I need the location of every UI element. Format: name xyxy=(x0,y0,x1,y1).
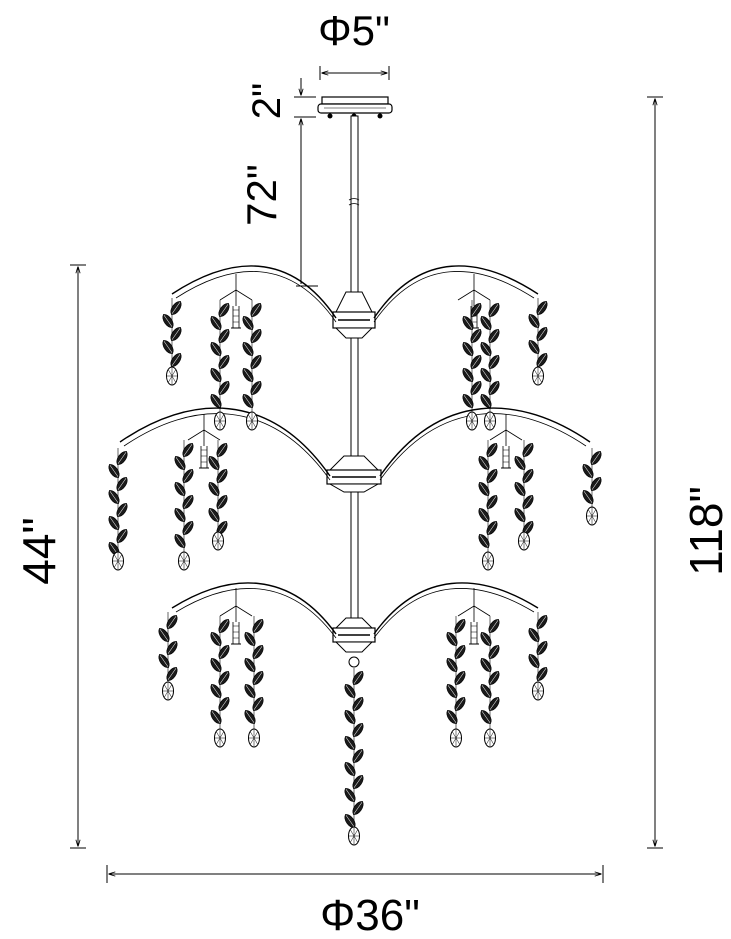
chain-length-label: 72" xyxy=(238,164,285,226)
arms-tier-top xyxy=(171,265,539,323)
dimension-canopy-height: 2" xyxy=(245,78,316,136)
crystal-leaf-strands xyxy=(106,298,604,846)
chandelier-fixture xyxy=(106,96,604,846)
leaf-strand xyxy=(160,298,184,386)
leaf-strand xyxy=(208,616,232,748)
dimension-fixture-diameter: Φ36" xyxy=(106,865,604,939)
leaf-strand xyxy=(172,440,196,571)
hub-bottom xyxy=(332,617,376,668)
leaf-strand xyxy=(478,300,502,431)
leaf-strand xyxy=(580,448,604,526)
leaf-strand xyxy=(460,300,484,431)
leaf-strand xyxy=(156,612,180,701)
canopy xyxy=(317,96,393,119)
dimension-overall-height: 118" xyxy=(647,96,731,849)
leaf-strand xyxy=(444,616,468,748)
canopy-height-label: 2" xyxy=(245,83,289,119)
candle-cups xyxy=(187,274,523,645)
leaf-strand xyxy=(526,612,550,701)
center-stem xyxy=(348,115,360,621)
leaf-strand xyxy=(526,298,550,386)
fixture-diameter-label: Φ36" xyxy=(320,891,420,939)
dimension-canopy-diameter: Φ5" xyxy=(318,7,390,80)
dimension-fixture-height: 44" xyxy=(13,264,86,849)
leaf-strand xyxy=(106,448,130,571)
leaf-strand xyxy=(476,440,500,571)
leaf-strand xyxy=(206,440,230,551)
fixture-height-label: 44" xyxy=(13,517,65,585)
canopy-diameter-label: Φ5" xyxy=(318,7,390,54)
hub-top xyxy=(332,291,376,339)
dimension-chain-length: 72" xyxy=(238,119,318,287)
leaf-strand xyxy=(478,616,502,748)
arms-tier-middle xyxy=(119,407,591,481)
overall-height-label: 118" xyxy=(680,486,731,576)
hub-middle xyxy=(326,455,382,493)
leaf-strand xyxy=(342,668,366,846)
leaf-strand xyxy=(242,616,266,748)
leaf-strand xyxy=(208,300,232,431)
leaf-strand xyxy=(512,440,536,551)
arms-tier-bottom xyxy=(171,582,539,639)
leaf-strand xyxy=(240,300,264,431)
